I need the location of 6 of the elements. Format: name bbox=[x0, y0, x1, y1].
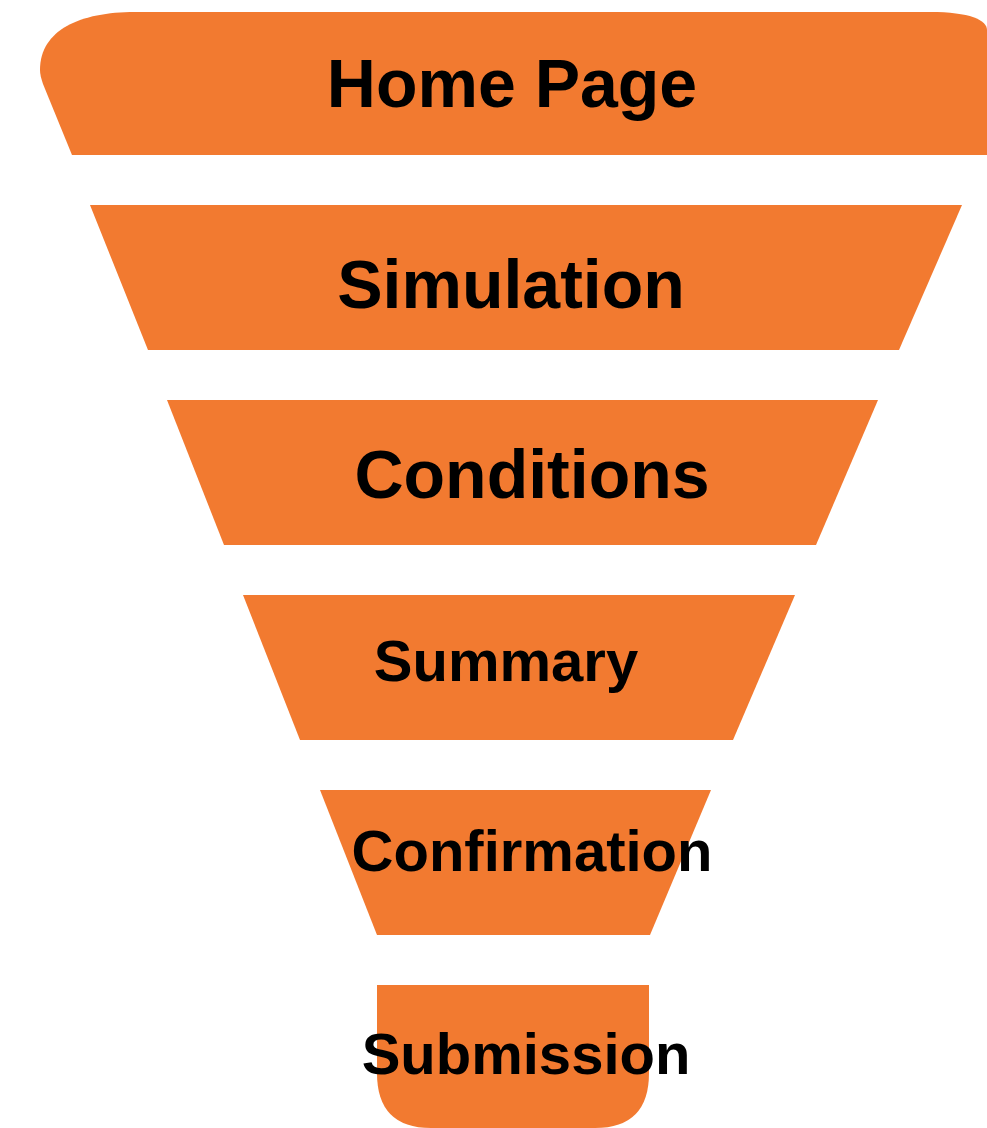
funnel-stage bbox=[243, 595, 795, 740]
funnel-stage bbox=[90, 205, 962, 350]
stage-label: Conditions bbox=[354, 440, 710, 508]
stage-label: Simulation bbox=[337, 250, 685, 318]
funnel-stage bbox=[167, 400, 878, 545]
funnel-stage bbox=[40, 12, 987, 155]
